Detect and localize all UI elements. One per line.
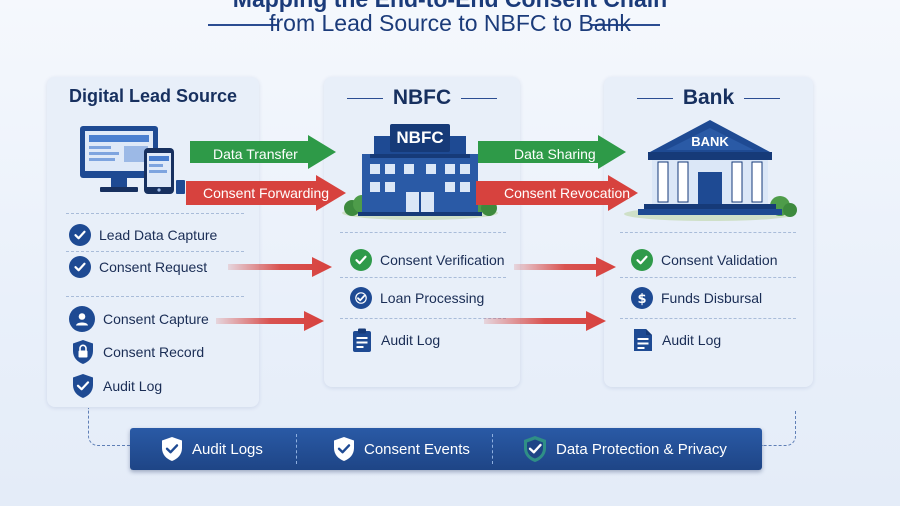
bar-item-consent-events: Consent Events [332,428,470,470]
nbfc-separator-3 [340,318,506,319]
bank-item-label: Funds Disbursal [661,290,763,306]
lead-item-label: Consent Request [99,259,208,275]
lead-item-lead-data-capture: Lead Data Capture [69,224,217,246]
bank-separator-3 [620,318,796,319]
bar-divider [492,434,493,464]
consent-capture-arrow [216,311,324,331]
check-shield-icon [73,374,93,398]
lead-item-consent-capture: Consent Capture [69,306,209,332]
consent-verification-arrow [514,257,616,277]
check-circle-icon [350,249,372,271]
check-circle-icon [69,256,91,278]
lead-item-consent-request: Consent Request [69,256,207,278]
title-rule-right [590,24,660,26]
bank-building-sign: BANK [691,134,729,149]
bank-item-label: Consent Validation [661,252,778,268]
bank-item-audit-log: Audit Log [632,327,721,353]
consent-revocation-label: Consent Revocation [504,185,631,201]
bank-title: Bank [604,86,813,110]
bar-item-label: Consent Events [364,440,470,458]
bar-item-audit-logs: Audit Logs [160,428,263,470]
data-transfer-arrow [190,135,336,169]
lead-item-label: Audit Log [103,378,163,394]
data-sharing-label: Data Sharing [514,146,596,162]
consent-forwarding-label: Consent Forwarding [203,185,330,201]
bar-item-label: Audit Logs [192,440,263,458]
check-circle-icon [631,249,653,271]
consent-forwarding-arrow [186,175,346,211]
governance-bar: Audit Logs Consent Events Data Protectio… [130,428,762,470]
diagram-subtitle: from Lead Source to NBFC to Bank [269,10,631,36]
lead-item-label: Lead Data Capture [99,227,218,243]
nbfc-separator-1 [340,232,506,233]
consent-revocation-arrow [476,175,638,211]
lead-separator-1 [66,213,244,214]
user-circle-icon [69,306,95,332]
consent-request-arrow [228,257,332,277]
nbfc-separator-2 [340,277,506,278]
lead-separator-2 [66,251,244,252]
computer-phone-icon [80,126,185,194]
bar-item-data-protection: Data Protection & Privacy [522,428,727,470]
bar-connector-right [762,410,796,446]
bar-divider [296,434,297,464]
lead-source-title: Digital Lead Source [68,86,238,106]
clipboard-icon [353,328,371,352]
bar-item-label: Data Protection & Privacy [556,440,727,458]
nbfc-building-icon [342,124,498,220]
nbfc-item-consent-verification: Consent Verification [350,249,505,271]
lead-item-consent-record: Consent Record [71,339,204,365]
nbfc-item-audit-log: Audit Log [351,327,440,353]
diagram-title: Mapping the End-to-End Consent Chain [0,0,900,13]
svg-text:$: $ [637,292,646,306]
bank-separator-2 [620,277,796,278]
check-shield-icon [162,437,182,461]
lead-item-label: Consent Record [103,344,205,360]
nbfc-building-sign: NBFC [396,128,444,147]
check-circle-icon [350,287,372,309]
bank-building-icon [624,120,797,221]
bank-title-text: Bank [682,86,735,109]
bank-item-funds-disbursal: $ Funds Disbursal [631,287,762,309]
nbfc-item-loan-processing: Loan Processing [350,287,484,309]
lead-item-audit-log: Audit Log [71,373,162,399]
document-icon [634,329,652,351]
bank-item-consent-validation: Consent Validation [631,249,777,271]
nbfc-item-label: Audit Log [381,332,441,348]
check-shield-icon [524,436,546,462]
check-circle-icon [69,224,91,246]
dollar-circle-icon: $ [631,287,653,309]
data-transfer-label: Data Transfer [213,146,298,162]
nbfc-item-label: Consent Verification [380,252,505,268]
loan-processing-arrow [484,311,606,331]
lead-item-label: Consent Capture [103,311,209,327]
bank-item-label: Audit Log [662,332,722,348]
lock-shield-icon [73,340,93,364]
bank-separator-1 [620,232,796,233]
title-rule-left [208,24,278,26]
data-sharing-arrow [478,135,626,169]
nbfc-title: NBFC [324,86,520,110]
bar-connector-left [88,408,130,446]
lead-separator-3 [66,296,244,297]
check-shield-icon [334,437,354,461]
nbfc-title-text: NBFC [392,86,452,109]
nbfc-item-label: Loan Processing [380,290,485,306]
